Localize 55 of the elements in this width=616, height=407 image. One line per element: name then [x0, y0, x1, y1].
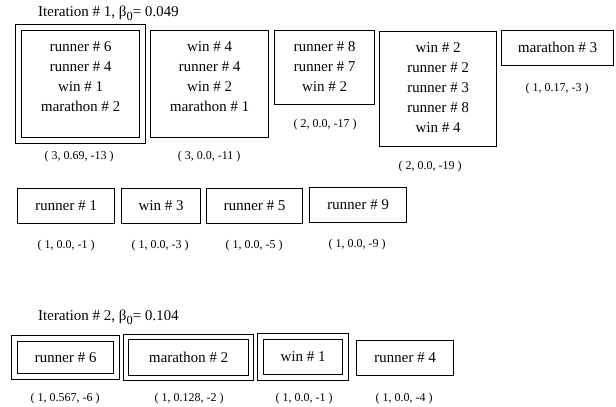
word-label: runner # 4 — [50, 58, 112, 77]
word-label: runner # 6 — [34, 348, 96, 368]
word-label: win # 4 — [187, 38, 232, 57]
word-label: win # 2 — [187, 78, 232, 97]
word-group-box — [21, 30, 140, 138]
score-caption: ( 1, 0.0, -1 ) — [276, 390, 332, 405]
score-caption: ( 1, 0.0, -1 ) — [38, 237, 94, 252]
word-group-box — [263, 339, 343, 375]
word-group-box — [17, 188, 115, 224]
word-group-box — [501, 30, 614, 66]
word-label: marathon # 1 — [170, 98, 250, 117]
word-label: win # 2 — [302, 78, 347, 97]
score-caption: ( 2, 0.0, -17 ) — [294, 116, 356, 131]
word-label: marathon # 2 — [148, 348, 228, 368]
score-caption: ( 1, 0.0, -9 ) — [328, 236, 386, 251]
score-caption: ( 1, 0.0, -4 ) — [376, 390, 432, 405]
word-label: runner # 6 — [50, 38, 112, 57]
word-label: runner # 9 — [327, 196, 389, 215]
word-label: runner # 2 — [407, 59, 469, 78]
outer-frame — [15, 24, 146, 144]
word-label: win # 3 — [138, 197, 184, 216]
word-label: win # 2 — [416, 39, 460, 58]
outer-frame — [257, 333, 349, 381]
iteration-heading: Iteration # 2, β$_{0}$= 0.104 — [38, 308, 179, 328]
score-caption: ( 1, 0.567, -6 ) — [30, 390, 100, 405]
word-label: runner # 4 — [178, 58, 240, 77]
word-group-box — [309, 187, 407, 223]
word-group-box — [356, 340, 454, 376]
score-caption: ( 3, 0.69, -13 ) — [44, 148, 114, 163]
word-group-box — [121, 188, 201, 224]
word-label: runner # 7 — [294, 58, 356, 77]
word-label: win # 1 — [58, 78, 103, 97]
score-caption: ( 1, 0.0, -3 ) — [132, 237, 188, 252]
word-label: runner # 4 — [374, 349, 436, 368]
word-label: win # 1 — [280, 348, 326, 367]
score-caption: ( 1, 0.0, -5 ) — [226, 237, 282, 252]
word-label: runner # 1 — [35, 197, 97, 216]
word-label: win # 4 — [416, 119, 460, 138]
word-label: runner # 8 — [407, 99, 469, 118]
word-label: runner # 5 — [224, 197, 286, 216]
word-label: marathon # 2 — [40, 98, 120, 117]
word-group-box — [17, 341, 114, 374]
word-group-box — [150, 30, 269, 138]
score-caption: ( 3, 0.0, -11 ) — [178, 148, 240, 163]
word-group-box — [379, 31, 497, 147]
word-label: marathon # 3 — [518, 39, 598, 58]
outer-frame — [11, 335, 120, 380]
word-group-box — [206, 188, 303, 224]
iteration-heading: Iteration # 1, β$_{0}$= 0.049 — [38, 4, 179, 24]
score-caption: ( 1, 0.128, -2 ) — [154, 390, 224, 405]
word-group-box — [274, 30, 375, 105]
word-label: runner # 3 — [407, 79, 469, 98]
word-label: runner # 8 — [294, 38, 356, 57]
score-caption: ( 1, 0.17, -3 ) — [526, 80, 588, 95]
score-caption: ( 2, 0.0, -19 ) — [398, 158, 462, 173]
